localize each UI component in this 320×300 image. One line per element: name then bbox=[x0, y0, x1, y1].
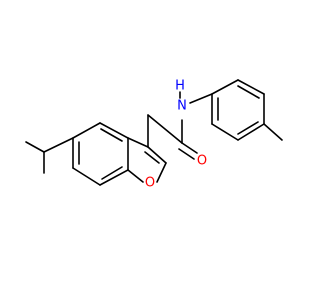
bond-fu-1 bbox=[127, 169, 144, 183]
bond-bz-5 bbox=[99, 122, 129, 139]
atom-label-n: N bbox=[177, 99, 187, 114]
bond-fu-double bbox=[144, 151, 160, 164]
bond-carbonyl-oxygen-b bbox=[178, 148, 195, 160]
tolyl-ring bbox=[211, 79, 283, 141]
bond-isopropyl-to-ring bbox=[43, 137, 74, 153]
bond-tol-1 bbox=[211, 79, 239, 95]
acetamide-chain bbox=[147, 91, 213, 160]
bond-fu-4 bbox=[127, 137, 149, 148]
bond-bz-2 bbox=[72, 167, 101, 186]
bond-fu-3 bbox=[147, 146, 167, 164]
atom-label-carbonyl-o: O bbox=[197, 154, 207, 169]
bond-tol-2 bbox=[237, 79, 265, 95]
molecule-structure-diagram: H N O O bbox=[25, 79, 283, 191]
bond-bz-double-c bbox=[100, 128, 123, 142]
bond-tol-4 bbox=[237, 123, 265, 141]
bond-ch2-carbonyl bbox=[147, 114, 183, 144]
bond-bz-double-b bbox=[101, 166, 123, 180]
bond-tol-5 bbox=[211, 123, 239, 141]
bond-tol-double-b bbox=[237, 121, 259, 135]
bond-n-aryl bbox=[189, 93, 213, 104]
isopropyl-group bbox=[25, 137, 74, 174]
bond-fu-2 bbox=[156, 162, 167, 183]
benzofuran-furan-ring bbox=[127, 137, 167, 183]
bond-tol-methyl bbox=[263, 123, 283, 141]
bond-tol-double-a bbox=[237, 85, 260, 99]
bond-bz-6 bbox=[72, 122, 101, 139]
bond-isopropyl-methyl-a bbox=[25, 141, 45, 153]
bond-carbonyl-oxygen-a bbox=[181, 142, 198, 154]
atom-label-h: H bbox=[175, 79, 185, 94]
bond-bz-3 bbox=[99, 169, 129, 186]
atom-label-furan-o: O bbox=[145, 176, 155, 191]
benzofuran-benzene-ring bbox=[72, 122, 129, 186]
